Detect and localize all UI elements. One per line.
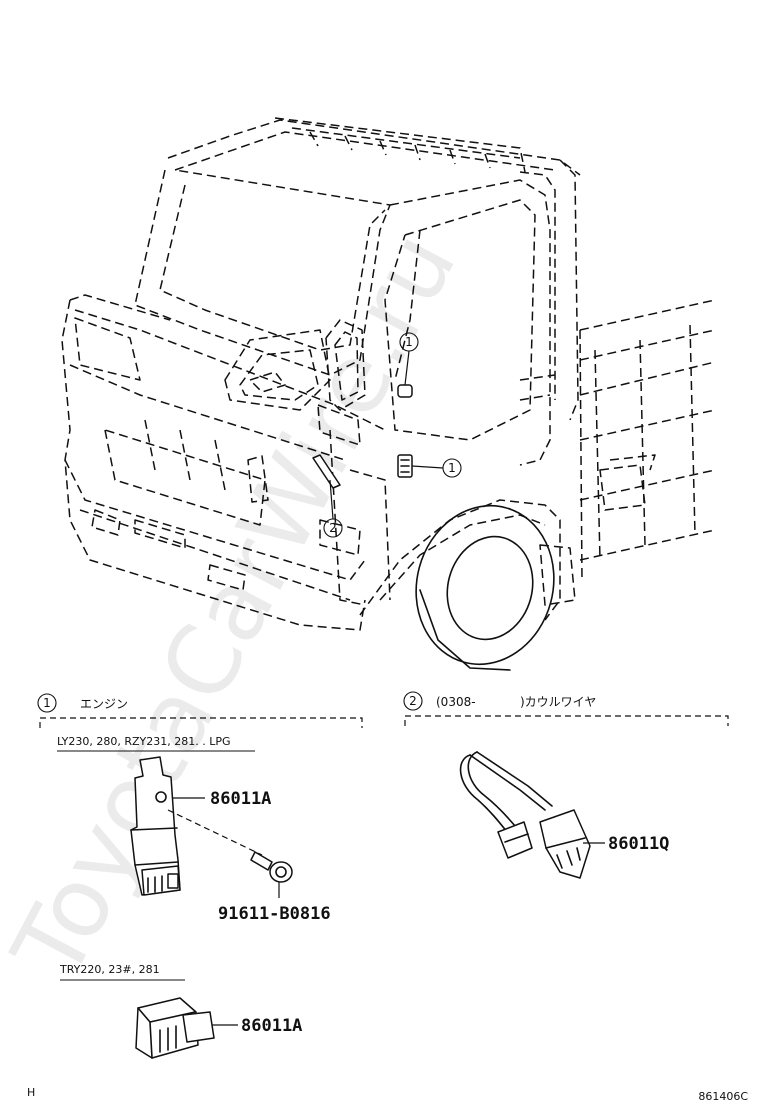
- section-number: 1: [43, 696, 51, 710]
- callout-marker-upper-1: 1: [399, 332, 419, 352]
- part-number-86011Q[interactable]: 86011Q: [608, 834, 669, 854]
- callout-number: 1: [448, 461, 456, 475]
- callout-number: 2: [329, 521, 337, 535]
- section-title: エンジン: [80, 697, 128, 711]
- sensor-drawing-86011A: [130, 756, 181, 896]
- section-title-prefix: (0308-: [436, 695, 476, 709]
- part-number-91611-B0816[interactable]: 91611-B0816: [218, 904, 331, 924]
- model-label-lpg: LY230, 280, RZY231, 281. . LPG: [57, 735, 231, 748]
- diagram-id: 861406C: [698, 1090, 748, 1103]
- model-label-try: TRY220, 23#, 281: [59, 963, 160, 976]
- cowl-wire-drawing-86011Q: [459, 751, 591, 879]
- part-number-86011A-try[interactable]: 86011A: [241, 1016, 302, 1036]
- footer-left-code: H: [27, 1086, 35, 1099]
- callout-marker-2: 2: [323, 518, 343, 538]
- part-number-86011A-lpg[interactable]: 86011A: [210, 789, 271, 809]
- section-2-header: 2 (0308- )カウルワイヤ: [403, 691, 729, 726]
- bolt-drawing-91611: [250, 851, 293, 883]
- truck-illustration: [61, 117, 716, 671]
- callout-number: 1: [405, 335, 413, 349]
- section-title-suffix: )カウルワイヤ: [520, 695, 596, 709]
- cowl-wire-part: [312, 454, 341, 489]
- sensor-drawing-86011A-try: [135, 997, 215, 1059]
- callout-marker-lower-1: 1: [442, 458, 462, 478]
- sensor-part-upper: [397, 384, 413, 398]
- section-1-header: 1 エンジン: [37, 693, 363, 728]
- section-number: 2: [409, 694, 417, 708]
